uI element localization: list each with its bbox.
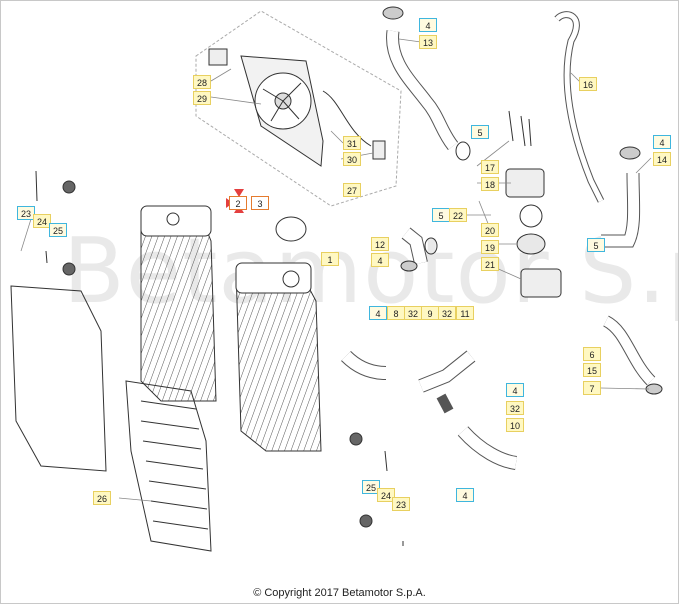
fan-group-outline [195,10,402,207]
callout-4[interactable]: 4 [653,135,671,149]
callout-5[interactable]: 5 [432,208,450,222]
callout-23[interactable]: 23 [392,497,410,511]
callout-32[interactable]: 32 [506,401,524,415]
callout-4[interactable]: 4 [506,383,524,397]
callout-1[interactable]: 1 [321,252,339,266]
callout-2[interactable]: 2 [229,196,247,210]
callout-13[interactable]: 13 [419,35,437,49]
callout-27[interactable]: 27 [343,183,361,197]
radiator-cap [275,216,307,242]
callout-16[interactable]: 16 [579,77,597,91]
callout-11[interactable]: 11 [456,306,474,320]
callout-25[interactable]: 25 [49,223,67,237]
callout-5[interactable]: 5 [471,125,489,139]
callout-4[interactable]: 4 [456,488,474,502]
o-ring-20 [519,204,543,228]
callout-14[interactable]: 14 [653,152,671,166]
fan-bolt [208,48,228,66]
callout-10[interactable]: 10 [506,418,524,432]
callout-28[interactable]: 28 [193,75,211,89]
callout-32[interactable]: 32 [438,306,456,320]
callout-32[interactable]: 32 [404,306,422,320]
thermostat-19 [516,233,546,255]
callout-3[interactable]: 3 [251,196,269,210]
callout-30[interactable]: 30 [343,152,361,166]
callout-5[interactable]: 5 [587,238,605,252]
callout-19[interactable]: 19 [481,240,499,254]
hose-13-ring [455,141,471,161]
callout-22[interactable]: 22 [449,208,467,222]
callout-18[interactable]: 18 [481,177,499,191]
radiator-left [140,205,217,402]
callout-21[interactable]: 21 [481,257,499,271]
callout-4[interactable]: 4 [369,306,387,320]
callout-12[interactable]: 12 [371,237,389,251]
radiator-right [235,262,322,452]
callout-4[interactable]: 4 [419,18,437,32]
callout-25[interactable]: 25 [362,480,380,494]
grille-26 [125,380,212,552]
breather-16 [554,11,605,203]
callout-17[interactable]: 17 [481,160,499,174]
callout-6[interactable]: 6 [583,347,601,361]
radiator-shroud [10,285,107,472]
thermostat-cover [520,268,562,298]
callout-15[interactable]: 15 [583,363,601,377]
callout-7[interactable]: 7 [583,381,601,395]
cooling-fan [240,55,386,167]
callout-8[interactable]: 8 [387,306,405,320]
callout-9[interactable]: 9 [421,306,439,320]
copyright-text: © Copyright 2017 Betamotor S.p.A. [253,587,426,599]
callout-29[interactable]: 29 [193,91,211,105]
callout-24[interactable]: 24 [33,214,51,228]
callout-4[interactable]: 4 [371,253,389,267]
callout-23[interactable]: 23 [17,206,35,220]
thermostat-housing [505,168,545,198]
screws-17 [508,110,532,147]
callout-26[interactable]: 26 [93,491,111,505]
callout-24[interactable]: 24 [377,488,395,502]
callout-31[interactable]: 31 [343,136,361,150]
callout-20[interactable]: 20 [481,223,499,237]
clamp-top [382,6,404,20]
